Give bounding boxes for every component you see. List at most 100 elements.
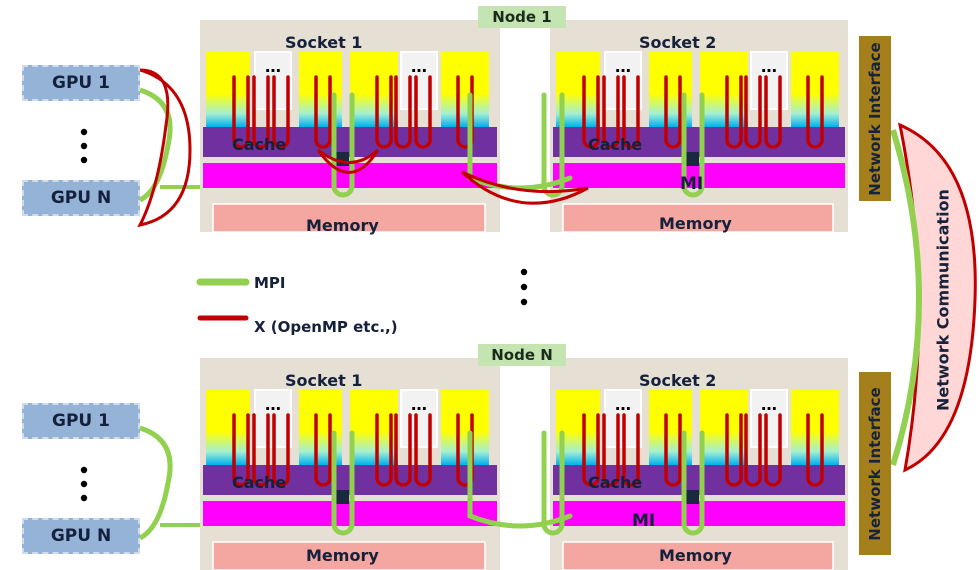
node-n-socket-1-cache-label: Cache bbox=[232, 473, 287, 492]
node-n-socket-2-thread-loop-3 bbox=[664, 413, 682, 487]
node-n-socket-2-thread-loop-5 bbox=[744, 413, 762, 487]
node-n-socket-2-thread-loop-2 bbox=[622, 413, 640, 487]
node-n-mpi-cross-socket bbox=[467, 430, 573, 529]
network-communication-label: Network Communication bbox=[933, 189, 953, 411]
node-n-socket-1-core-5 bbox=[441, 390, 489, 465]
node-1-socket-2-memory-label: Memory bbox=[659, 214, 732, 233]
node-1-socket-2-thread-loop-6 bbox=[764, 75, 782, 149]
node-1-socket-1-thread-loop-1 bbox=[252, 75, 270, 149]
node-n-socket-1-memory bbox=[212, 541, 486, 570]
node-1-gpu-x-crescent bbox=[137, 68, 192, 228]
node-1-socket-2-memory bbox=[562, 203, 834, 233]
node-n-gpu-mpi-bracket bbox=[138, 425, 173, 541]
node-n-socket-2-thread-loop-4 bbox=[725, 413, 743, 487]
node-1-gpu-dot-2 bbox=[80, 156, 88, 164]
node-n-label-text: Node N bbox=[491, 346, 553, 364]
node-1-socket-2-thread-loop-7 bbox=[806, 75, 824, 149]
node-1-socket-2-thread-loop-2 bbox=[622, 75, 640, 149]
node-n-socket-1-thread-loop-4 bbox=[375, 413, 393, 487]
node-n-gpu-dot-2 bbox=[80, 494, 88, 502]
node-n-socket-2-label: Socket 2 bbox=[639, 371, 717, 390]
node-1-socket-1-memory-label: Memory bbox=[306, 216, 379, 235]
node-1-socket-1-thread-loop-6 bbox=[414, 75, 432, 149]
node-1-mpi-loop-socket-2b bbox=[681, 92, 705, 198]
node-n-gpu-dot-1 bbox=[80, 480, 88, 488]
node-n-gpu-n-label: GPU N bbox=[50, 526, 112, 546]
node-1-socket-2-core-dots-1: … bbox=[615, 57, 631, 76]
node-1-socket-2-thread-loop-3 bbox=[664, 75, 682, 149]
node-1-socket-1-thread-loop-4 bbox=[375, 75, 393, 149]
between-nodes-dot-1 bbox=[520, 283, 528, 291]
node-n-socket-2-thread-loop-6 bbox=[764, 413, 782, 487]
node-1-socket-2-thread-loop-5 bbox=[744, 75, 762, 149]
node-n-socket-2-interconnect bbox=[553, 501, 845, 526]
node-n-mpi-loop-socket-2b bbox=[681, 430, 705, 536]
node-n-socket-2-memory bbox=[562, 541, 834, 570]
network-communication-mpi-line bbox=[890, 129, 922, 466]
node-n-socket-1-thread-loop-2 bbox=[272, 413, 290, 487]
node-n-socket-2-thread-loop-1 bbox=[602, 413, 620, 487]
node-1-gpu-mpi-bracket bbox=[138, 87, 173, 203]
node-n-mpi-loop-socket-1a bbox=[331, 430, 355, 536]
node-1-socket-1-thread-loop-3 bbox=[314, 75, 332, 149]
node-1-socket-1-thread-loop-5 bbox=[394, 75, 412, 149]
node-1-socket-2-thread-loop-4 bbox=[725, 75, 743, 149]
node-1-socket-2-thread-loop-1 bbox=[602, 75, 620, 149]
legend-x-label: X (OpenMP etc.,) bbox=[254, 318, 398, 336]
node-1-gpu-n-label: GPU N bbox=[50, 188, 112, 208]
node-n-socket-2-memory-label: Memory bbox=[659, 546, 732, 565]
node-1-network-interface: Network Interface bbox=[859, 36, 891, 201]
legend-mpi-label: MPI bbox=[254, 274, 286, 292]
between-nodes-dot-2 bbox=[520, 298, 528, 306]
node-1-socket-1-core-dots-1: … bbox=[265, 57, 281, 76]
node-n-socket-1-thread-loop-5 bbox=[394, 413, 412, 487]
node-1-label: Node 1 bbox=[478, 6, 566, 28]
node-n-label: Node N bbox=[478, 344, 566, 366]
between-nodes-dot-0 bbox=[520, 268, 528, 276]
node-n-socket-1-thread-loop-1 bbox=[252, 413, 270, 487]
node-1-socket-1-core-5 bbox=[441, 52, 489, 127]
node-n-socket-1-core-0 bbox=[206, 390, 250, 465]
node-n-gpu-1-label: GPU 1 bbox=[52, 411, 110, 431]
node-1-cross-socket-x-crescent bbox=[460, 170, 589, 205]
node-1-gpu-1: GPU 1 bbox=[22, 65, 140, 101]
node-1-network-interface-label: Network Interface bbox=[866, 41, 884, 196]
node-1-socket-2-interconnect bbox=[553, 163, 845, 188]
node-n-socket-1-core-dots-4: … bbox=[411, 395, 427, 414]
node-n-socket-2-thread-loop-0 bbox=[582, 413, 600, 487]
node-1-socket-1-memory bbox=[212, 203, 486, 233]
node-n-gpu-1: GPU 1 bbox=[22, 403, 140, 439]
node-n-socket-2-core-dots-4: … bbox=[761, 395, 777, 414]
node-1-socket-2-core-5 bbox=[791, 52, 839, 127]
node-1-socket-1-cache-label: Cache bbox=[232, 135, 287, 154]
node-n-socket-2-thread-loop-7 bbox=[806, 413, 824, 487]
node-1-socket-1-core-0 bbox=[206, 52, 250, 127]
node-1-socket-1-label: Socket 1 bbox=[285, 33, 363, 52]
node-n-socket-1-thread-loop-6 bbox=[414, 413, 432, 487]
node-1-socket-2-core-dots-4: … bbox=[761, 57, 777, 76]
node-n-network-interface-label: Network Interface bbox=[866, 386, 884, 541]
node-n-socket-1-label: Socket 1 bbox=[285, 371, 363, 390]
node-n-socket-1-core-dots-1: … bbox=[265, 395, 281, 414]
node-n-gpu-n: GPU N bbox=[22, 518, 140, 554]
node-n-gpu-dot-0 bbox=[80, 466, 88, 474]
node-n-socket-2-interconnect-label: MI bbox=[632, 511, 656, 531]
node-n-socket-1-bus-connector bbox=[333, 490, 349, 504]
node-1-socket-2-bus-connector bbox=[683, 152, 699, 166]
node-n-socket-1-thread-loop-3 bbox=[314, 413, 332, 487]
node-n-socket-2-bus-connector bbox=[683, 490, 699, 504]
node-1-socket-1-thread-loop-0 bbox=[232, 75, 250, 149]
node-1-socket-1-thread-loop-2 bbox=[272, 75, 290, 149]
node-1-label-text: Node 1 bbox=[492, 8, 552, 26]
node-n-socket-2-core-dots-1: … bbox=[615, 395, 631, 414]
node-n-network-interface: Network Interface bbox=[859, 372, 891, 555]
node-n-socket-1-memory-label: Memory bbox=[306, 546, 379, 565]
node-1-socket-2-label: Socket 2 bbox=[639, 33, 717, 52]
node-1-socket-x-crescent bbox=[316, 148, 380, 174]
node-1-socket-2-interconnect-label: MI bbox=[680, 174, 704, 194]
node-1-gpu-n: GPU N bbox=[22, 180, 140, 216]
node-1-gpu-dot-0 bbox=[80, 128, 88, 136]
node-n-socket-2-cache-label: Cache bbox=[588, 473, 643, 492]
